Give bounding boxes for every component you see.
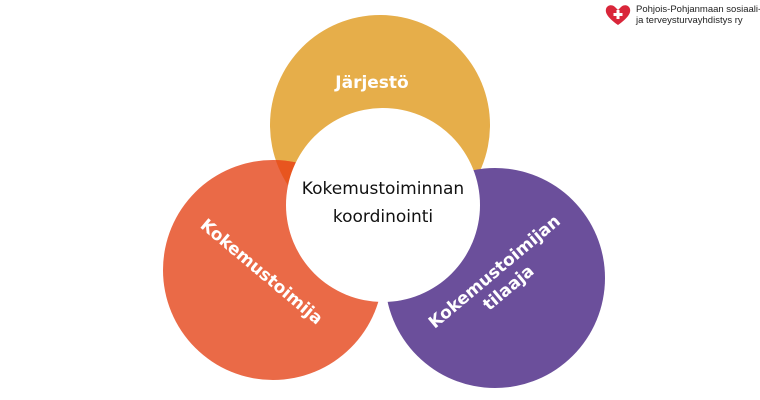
organization-logo: Pohjois-Pohjanmaan sosiaali- ja terveyst… (604, 2, 760, 32)
logo-text-line2: ja terveysturvayhdistys ry (636, 15, 743, 26)
heart-cross-logo-icon (605, 5, 631, 25)
logo-text-line1: Pohjois-Pohjanmaan sosiaali- (636, 4, 760, 15)
label-coordination-line1: Kokemustoiminnan (302, 179, 464, 199)
circle-coordination (286, 108, 480, 302)
label-organization: Järjestö (334, 73, 408, 93)
label-coordination-line2: koordinointi (333, 207, 433, 227)
